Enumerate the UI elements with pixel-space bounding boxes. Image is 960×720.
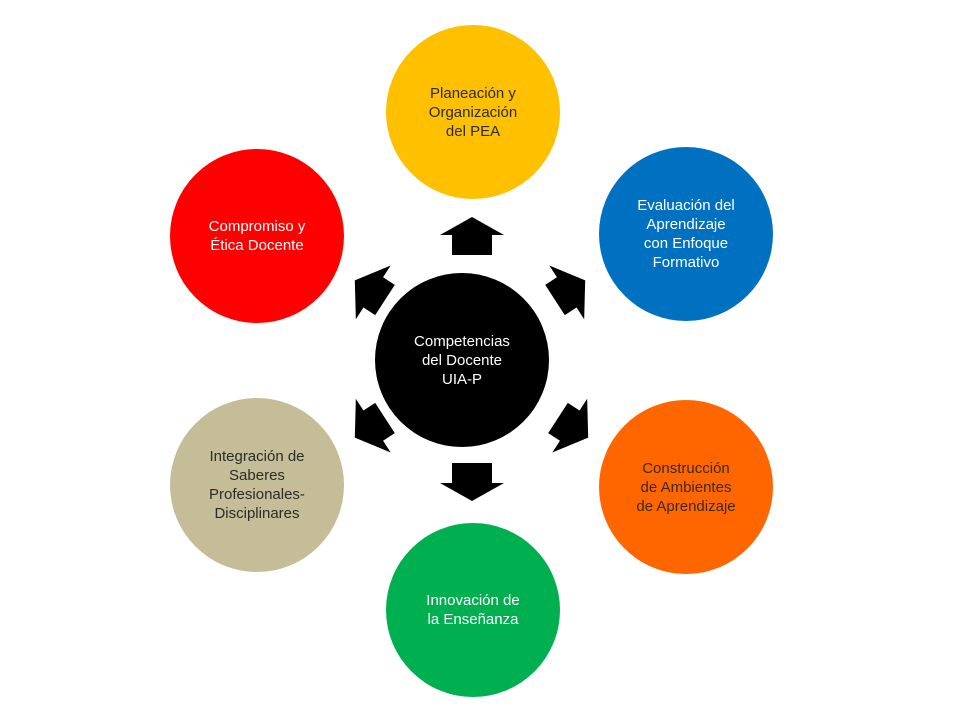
arrow-to-lower-left: [354, 398, 395, 453]
node-integracion-label: Integración de Saberes Profesionales- Di…: [209, 448, 305, 522]
center-node-label: Competencias del Docente UIA-P: [414, 332, 510, 388]
center-node: Competencias del Docente UIA-P: [375, 273, 549, 447]
node-evaluacion-label: Evaluación del Aprendizaje con Enfoque F…: [637, 197, 735, 271]
arrow-to-upper-right: [545, 265, 586, 320]
arrow-to-upper-left: [354, 265, 395, 320]
node-evaluacion: Evaluación del Aprendizaje con Enfoque F…: [599, 147, 773, 321]
arrow-to-top: [440, 217, 504, 255]
node-construccion-label: Construcción de Ambientes de Aprendizaje: [636, 459, 736, 515]
node-construccion: Construcción de Ambientes de Aprendizaje: [599, 400, 773, 574]
arrow-to-bottom: [440, 463, 504, 501]
node-planeacion-label: Planeación y Organización del PEA: [428, 84, 518, 140]
node-integracion: Integración de Saberes Profesionales- Di…: [170, 398, 344, 572]
arrow-to-lower-right: [548, 398, 589, 453]
node-planeacion: Planeación y Organización del PEA: [386, 25, 560, 199]
node-innovacion-label: Innovación de la Enseñanza: [426, 592, 520, 628]
node-innovacion: Innovación de la Enseñanza: [386, 523, 560, 697]
node-compromiso: Compromiso y Ética Docente: [170, 149, 344, 323]
node-compromiso-label: Compromiso y Ética Docente: [208, 218, 306, 254]
